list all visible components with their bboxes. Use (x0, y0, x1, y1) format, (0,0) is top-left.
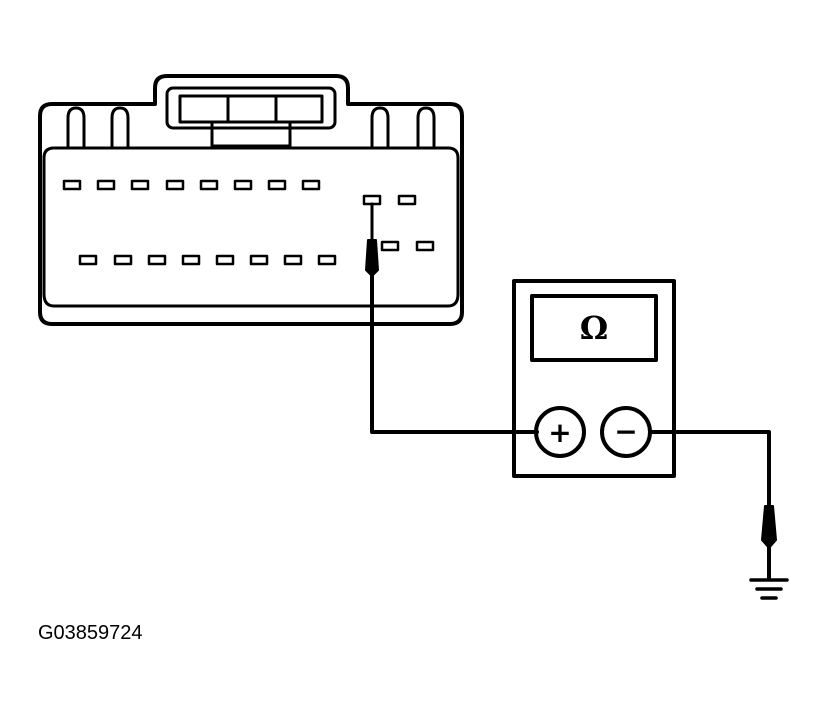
pin-top-8 (301, 179, 321, 191)
meter-display (530, 294, 658, 362)
pin-right-lower-1 (380, 240, 400, 252)
pin-top-4 (165, 179, 185, 191)
pin-bottom-8 (317, 254, 337, 266)
negative-test-lead (648, 430, 777, 580)
pin-bottom-7 (283, 254, 303, 266)
ohm-symbol: Ω (580, 309, 608, 347)
figure-id-label: G03859724 (38, 622, 143, 644)
pin-top-7 (267, 179, 287, 191)
pin-right-lower-2 (415, 240, 435, 252)
pin-top-2 (96, 179, 116, 191)
connector-body (38, 74, 464, 326)
ground-icon (749, 578, 789, 600)
pin-top-1 (62, 179, 82, 191)
pin-top-3 (130, 179, 150, 191)
positive-test-lead (365, 202, 539, 434)
pin-bottom-3 (147, 254, 167, 266)
pin-top-5 (199, 179, 219, 191)
minus-sign: − (614, 415, 637, 448)
pin-bottom-1 (78, 254, 98, 266)
ohmmeter (512, 279, 676, 478)
positive-terminal (534, 406, 586, 458)
pin-bottom-2 (113, 254, 133, 266)
meter-housing (512, 279, 676, 478)
pin-bottom-6 (249, 254, 269, 266)
pin-right-upper-2 (397, 194, 417, 206)
plus-sign: + (548, 416, 571, 449)
connector-pins (62, 179, 435, 266)
pin-bottom-4 (181, 254, 201, 266)
pin-top-6 (233, 179, 253, 191)
pin-bottom-5 (215, 254, 235, 266)
